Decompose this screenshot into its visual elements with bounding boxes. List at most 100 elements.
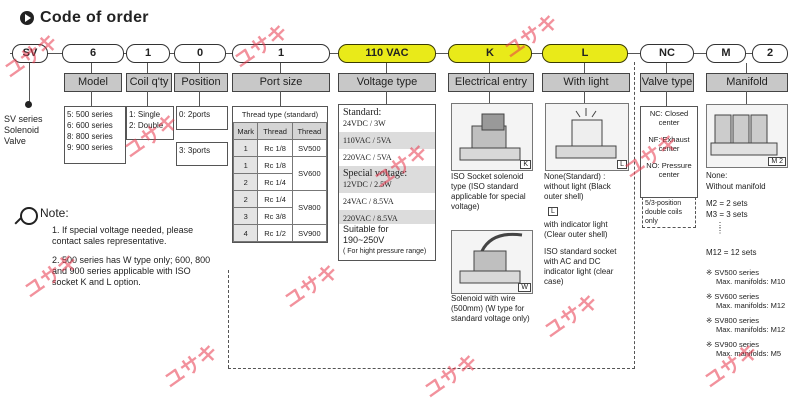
connector bbox=[746, 63, 747, 73]
pill-light: L bbox=[542, 44, 628, 63]
manifold-series: ※ SV600 series bbox=[706, 292, 759, 301]
connector bbox=[199, 63, 200, 73]
valve-no: NO: Pressure center bbox=[646, 161, 692, 179]
connector bbox=[147, 63, 148, 73]
solenoid-icon bbox=[459, 113, 521, 161]
manifold-icon bbox=[710, 114, 778, 156]
light-none-text: None(Standard) : without light (Black ou… bbox=[544, 172, 611, 201]
wire-solenoid-image: W bbox=[451, 230, 533, 294]
table-row: 1 Rc 1/8 SV500 bbox=[232, 139, 328, 157]
valve-nf: NF: Exhaust center bbox=[648, 135, 690, 153]
connector bbox=[386, 63, 387, 73]
voltage-row: 24VAC / 8.5VA bbox=[343, 197, 394, 206]
pill-position: 0 bbox=[174, 44, 226, 63]
port-cell: 2 bbox=[232, 173, 259, 191]
model-item: 9: 900 series bbox=[67, 143, 113, 152]
coil-list: 1: Single 2: Double bbox=[126, 106, 174, 140]
connector bbox=[29, 63, 30, 103]
voltage-row: 24VDC / 3W bbox=[343, 119, 386, 128]
manifold-image: M 2 bbox=[706, 104, 788, 168]
light-iso-text: ISO standard socket with AC and DC indic… bbox=[544, 247, 617, 286]
play-bullet-icon bbox=[20, 11, 34, 25]
manifold-series-max: Max. manifolds: M5 bbox=[716, 349, 782, 358]
connector bbox=[280, 91, 281, 106]
sv-description: SV series Solenoid Valve bbox=[4, 114, 43, 147]
manifold-series-list: ※ SV500 series Max. manifolds: M10 ※ SV6… bbox=[706, 268, 785, 358]
voltage-special-label: Special voltage: bbox=[339, 166, 435, 179]
port-cell: 2 bbox=[232, 190, 259, 208]
dashed-left-line bbox=[228, 270, 229, 368]
model-item: 8: 800 series bbox=[67, 132, 113, 141]
note-heading: Note: bbox=[40, 206, 69, 220]
k-tag: K bbox=[520, 160, 531, 169]
table-row: 2 Rc 1/4 bbox=[232, 173, 327, 191]
magnifier-handle-icon bbox=[14, 217, 22, 225]
table-row: 1 Rc 1/8 SV600 bbox=[232, 156, 328, 191]
header-port-size: Port size bbox=[232, 73, 330, 92]
table-row: 4 Rc 1/2 SV900 bbox=[232, 224, 328, 242]
model-list: 5: 500 series 6: 600 series 8: 800 serie… bbox=[64, 106, 126, 164]
port-cell: 1 bbox=[232, 139, 259, 157]
header-position: Position bbox=[174, 73, 228, 92]
coil-item: 2: Double bbox=[129, 121, 164, 130]
connector bbox=[584, 91, 585, 103]
connector bbox=[280, 63, 281, 73]
manifold-series: ※ SV900 series bbox=[706, 340, 759, 349]
table-row: 2 Rc 1/4 SV800 bbox=[232, 190, 328, 225]
voltage-row: 110VAC / 5VA bbox=[339, 132, 435, 149]
pill-port: 1 bbox=[232, 44, 330, 63]
position-item: 3: 3ports bbox=[179, 146, 211, 155]
voltage-standard-label: Standard: bbox=[343, 107, 382, 118]
connector bbox=[489, 63, 490, 73]
header-coil: Coil q'ty bbox=[126, 73, 172, 92]
note-item-2: 2. 500 series has W type only; 600, 800 … bbox=[52, 255, 211, 287]
voltage-suitable: Suitable for 190~250V bbox=[343, 224, 389, 245]
manifold-series-max: Max. manifolds: M10 bbox=[716, 277, 786, 286]
voltage-box: Standard: 24VDC / 3W 110VAC / 5VA 220VAC… bbox=[338, 104, 436, 261]
manifold-none-desc: Without manifold bbox=[706, 182, 766, 191]
valve-type-box: NC: Closed center NF: Exhaust center NO:… bbox=[640, 106, 698, 198]
note-item-1: 1. If special voltage needed, please con… bbox=[52, 225, 194, 246]
light-l-text: with indicator light (Clear outer shell) bbox=[544, 220, 608, 239]
pill-electrical: K bbox=[448, 44, 532, 63]
iso-socket-solenoid-image: K bbox=[451, 103, 533, 171]
port-col: Mark bbox=[232, 122, 259, 140]
sv-line: Solenoid bbox=[4, 125, 40, 135]
header-light: With light bbox=[542, 73, 630, 92]
model-item: 5: 500 series bbox=[67, 110, 113, 119]
sv-dot bbox=[25, 101, 32, 108]
sv-line: Valve bbox=[4, 136, 26, 146]
pill-voltage: 110 VAC bbox=[338, 44, 436, 63]
pill-coil: 1 bbox=[126, 44, 170, 63]
port-cell: SV800 bbox=[291, 190, 328, 225]
manifold-m3: M3 = 3 sets bbox=[706, 210, 748, 219]
connector bbox=[91, 91, 92, 106]
connector bbox=[91, 63, 92, 73]
port-cell: 4 bbox=[232, 224, 259, 242]
connector bbox=[746, 91, 747, 106]
position-2ports: 0: 2ports bbox=[176, 106, 228, 130]
header-manifold: Manifold bbox=[706, 73, 788, 92]
position-item: 0: 2ports bbox=[179, 110, 211, 119]
dashed-bounding-line bbox=[228, 62, 635, 369]
page-title: Code of order bbox=[40, 9, 149, 26]
valve-note: 5/3-position double coils only bbox=[642, 197, 696, 228]
magnifier-icon bbox=[20, 207, 38, 225]
manifold-m2: M2 = 2 sets bbox=[706, 199, 748, 208]
pill-valve: NC bbox=[640, 44, 694, 63]
table-row: 3 Rc 3/8 bbox=[232, 207, 327, 225]
manifold-series: ※ SV800 series bbox=[706, 316, 759, 325]
port-table: Mark Thread Thread 1 Rc 1/8 SV500 1 Rc 1… bbox=[232, 122, 328, 242]
voltage-suitable-note: ( For hight pressure range) bbox=[343, 248, 427, 255]
header-valve: Valve type bbox=[640, 73, 694, 92]
connector bbox=[666, 91, 667, 106]
connector bbox=[199, 91, 200, 106]
manifold-ellipsis: ⋮⋮ bbox=[716, 221, 724, 235]
port-cell: 1 bbox=[232, 156, 259, 174]
pill-manifold-m: M bbox=[706, 44, 746, 63]
pill-manifold-count: 2 bbox=[752, 44, 788, 63]
connector bbox=[386, 91, 387, 106]
connector bbox=[584, 63, 585, 73]
light-socket-icon bbox=[555, 108, 617, 159]
voltage-row: 220VAC / 5VA bbox=[343, 153, 392, 162]
